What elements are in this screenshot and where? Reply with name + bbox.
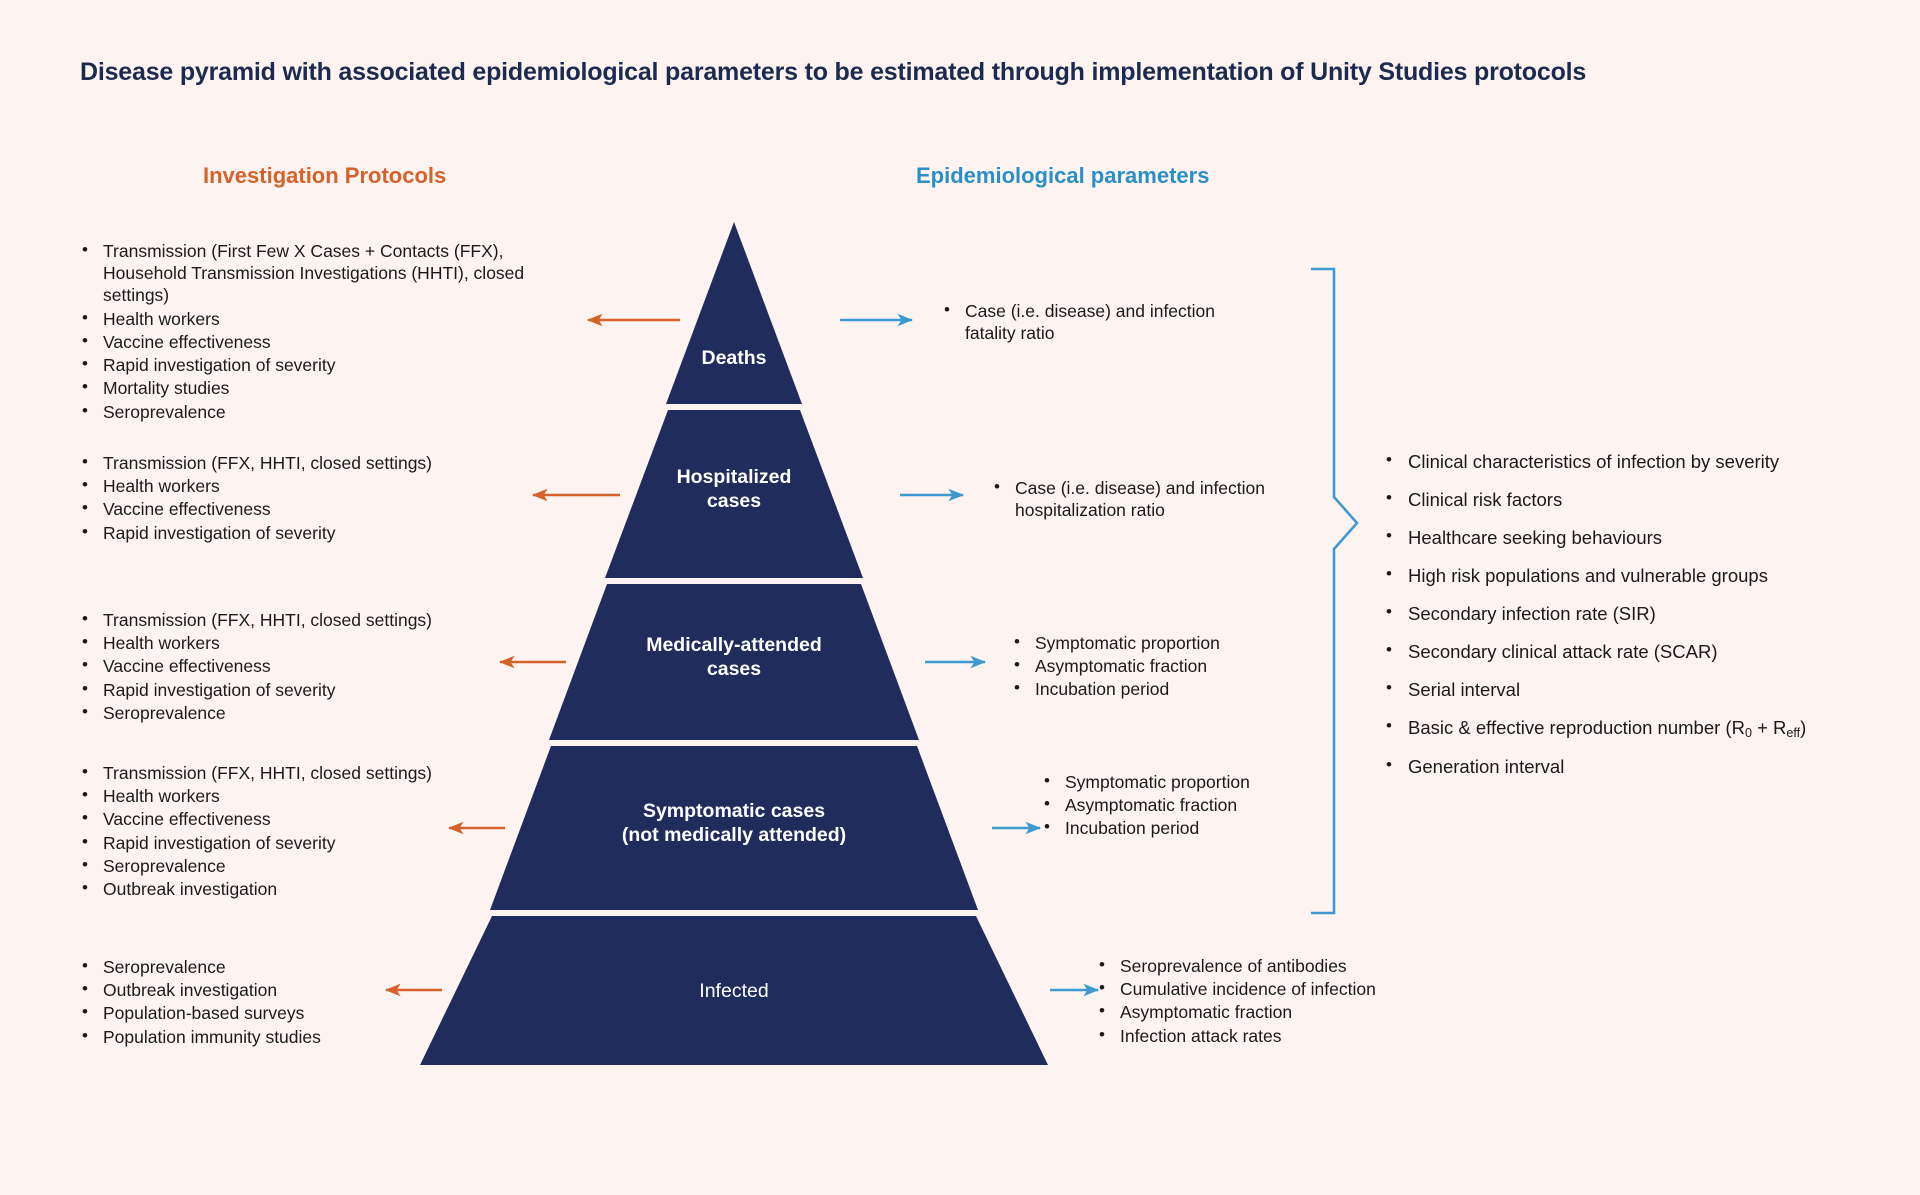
- page-title-lead: Disease pyramid: [80, 58, 276, 86]
- pyramid-band-infected: [420, 916, 1048, 1065]
- list-item: Asymptomatic fraction: [1010, 654, 1310, 677]
- list-item: Incubation period: [1010, 677, 1310, 700]
- list-item: Vaccine effectiveness: [78, 497, 508, 520]
- list-item: Cumulative incidence of infection: [1095, 977, 1435, 1000]
- list-item: Seroprevalence of antibodies: [1095, 954, 1435, 977]
- parameter-list-hospitalized: Case (i.e. disease) and infection hospit…: [990, 476, 1330, 522]
- parameter-list-cross-cutting: Clinical characteristics of infection by…: [1380, 449, 1880, 793]
- list-item: Transmission (FFX, HHTI, closed settings…: [78, 451, 508, 474]
- parameter-list-symptomatic: Symptomatic proportion Asymptomatic frac…: [1040, 770, 1340, 841]
- list-item: Clinical risk factors: [1380, 487, 1880, 512]
- list-item: Rapid investigation of severity: [78, 353, 548, 376]
- list-item: Seroprevalence: [78, 854, 508, 877]
- list-item: Health workers: [78, 307, 548, 330]
- list-item: Outbreak investigation: [78, 877, 508, 900]
- pyramid-band-symptomatic: [490, 746, 978, 910]
- list-item: Population immunity studies: [78, 1025, 508, 1048]
- list-item: Asymptomatic fraction: [1095, 1000, 1435, 1023]
- list-item: Infection attack rates: [1095, 1024, 1435, 1047]
- list-item: Asymptomatic fraction: [1040, 793, 1340, 816]
- list-item: Outbreak investigation: [78, 978, 508, 1001]
- list-item: Transmission (FFX, HHTI, closed settings…: [78, 761, 508, 784]
- list-item: Transmission (First Few X Cases + Contac…: [78, 239, 548, 307]
- pyramid-band-medically-attended: [549, 584, 919, 740]
- list-item: Symptomatic proportion: [1040, 770, 1340, 793]
- list-item: Secondary clinical attack rate (SCAR): [1380, 639, 1880, 664]
- list-item: Symptomatic proportion: [1010, 631, 1310, 654]
- list-item: Secondary infection rate (SIR): [1380, 601, 1880, 626]
- parameter-list-infected: Seroprevalence of antibodies Cumulative …: [1095, 954, 1435, 1048]
- page-title-rest: with associated epidemiological paramete…: [275, 58, 1587, 86]
- list-item: Rapid investigation of severity: [78, 521, 508, 544]
- list-item: Transmission (FFX, HHTI, closed settings…: [78, 608, 508, 631]
- protocol-list-symptomatic: Transmission (FFX, HHTI, closed settings…: [78, 761, 508, 901]
- parameter-list-deaths: Case (i.e. disease) and infection fatali…: [940, 299, 1270, 345]
- list-item: Incubation period: [1040, 816, 1340, 839]
- parameter-list-medically-attended: Symptomatic proportion Asymptomatic frac…: [1010, 631, 1310, 702]
- list-item: Case (i.e. disease) and infection hospit…: [990, 476, 1330, 521]
- list-item: Mortality studies: [78, 376, 548, 399]
- list-item: Population-based surveys: [78, 1001, 508, 1024]
- list-item: Seroprevalence: [78, 400, 548, 423]
- pyramid-band-deaths: [666, 222, 802, 404]
- epidemiological-parameters-heading: Epidemiological parameters: [916, 163, 1210, 188]
- protocol-list-hospitalized: Transmission (FFX, HHTI, closed settings…: [78, 451, 508, 545]
- protocol-list-medically-attended: Transmission (FFX, HHTI, closed settings…: [78, 608, 508, 725]
- list-item: Generation interval: [1380, 754, 1880, 779]
- list-item: Case (i.e. disease) and infection fatali…: [940, 299, 1270, 344]
- list-item: High risk populations and vulnerable gro…: [1380, 563, 1880, 588]
- list-item: Rapid investigation of severity: [78, 831, 508, 854]
- list-item: Serial interval: [1380, 677, 1880, 702]
- pyramid-band-hospitalized: [605, 410, 863, 578]
- list-item: Clinical characteristics of infection by…: [1380, 449, 1880, 474]
- list-item: Basic & effective reproduction number (R…: [1380, 715, 1880, 741]
- protocol-list-deaths: Transmission (First Few X Cases + Contac…: [78, 239, 548, 424]
- page-title: Disease pyramid with associated epidemio…: [80, 58, 1586, 87]
- list-item: Seroprevalence: [78, 955, 508, 978]
- list-item: Health workers: [78, 474, 508, 497]
- list-item: Healthcare seeking behaviours: [1380, 525, 1880, 550]
- list-item: Vaccine effectiveness: [78, 807, 508, 830]
- list-item: Seroprevalence: [78, 701, 508, 724]
- investigation-protocols-heading: Investigation Protocols: [203, 163, 447, 188]
- list-item: Health workers: [78, 631, 508, 654]
- list-item: Rapid investigation of severity: [78, 678, 508, 701]
- list-item: Health workers: [78, 784, 508, 807]
- protocol-list-infected: Seroprevalence Outbreak investigation Po…: [78, 955, 508, 1049]
- list-item: Vaccine effectiveness: [78, 330, 548, 353]
- list-item: Vaccine effectiveness: [78, 654, 508, 677]
